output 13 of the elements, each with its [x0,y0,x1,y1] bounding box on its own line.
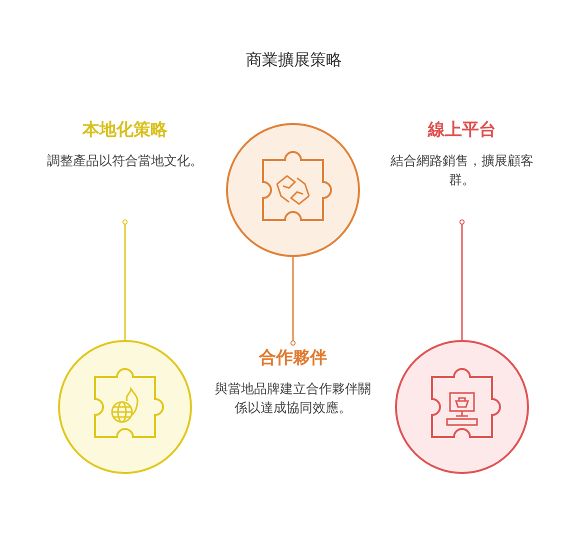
picture [57,339,193,475]
description: 調整產品以符合當地文化。 [46,153,204,171]
picture [394,339,530,475]
description: 與當地品牌建立合作夥伴關係以達成協同效應。 [214,381,372,418]
heading: 合作夥伴 [258,347,328,369]
connector-line [459,219,465,341]
heading: 本地化策略 [81,119,168,141]
connector-line [290,256,296,346]
diagram-title: 商業擴展策略 [245,50,343,71]
heading: 線上平台 [426,119,497,141]
description: 結合網路銷售，擴展顧客群。 [390,153,534,190]
connector-line [122,219,128,341]
picture [225,122,361,258]
